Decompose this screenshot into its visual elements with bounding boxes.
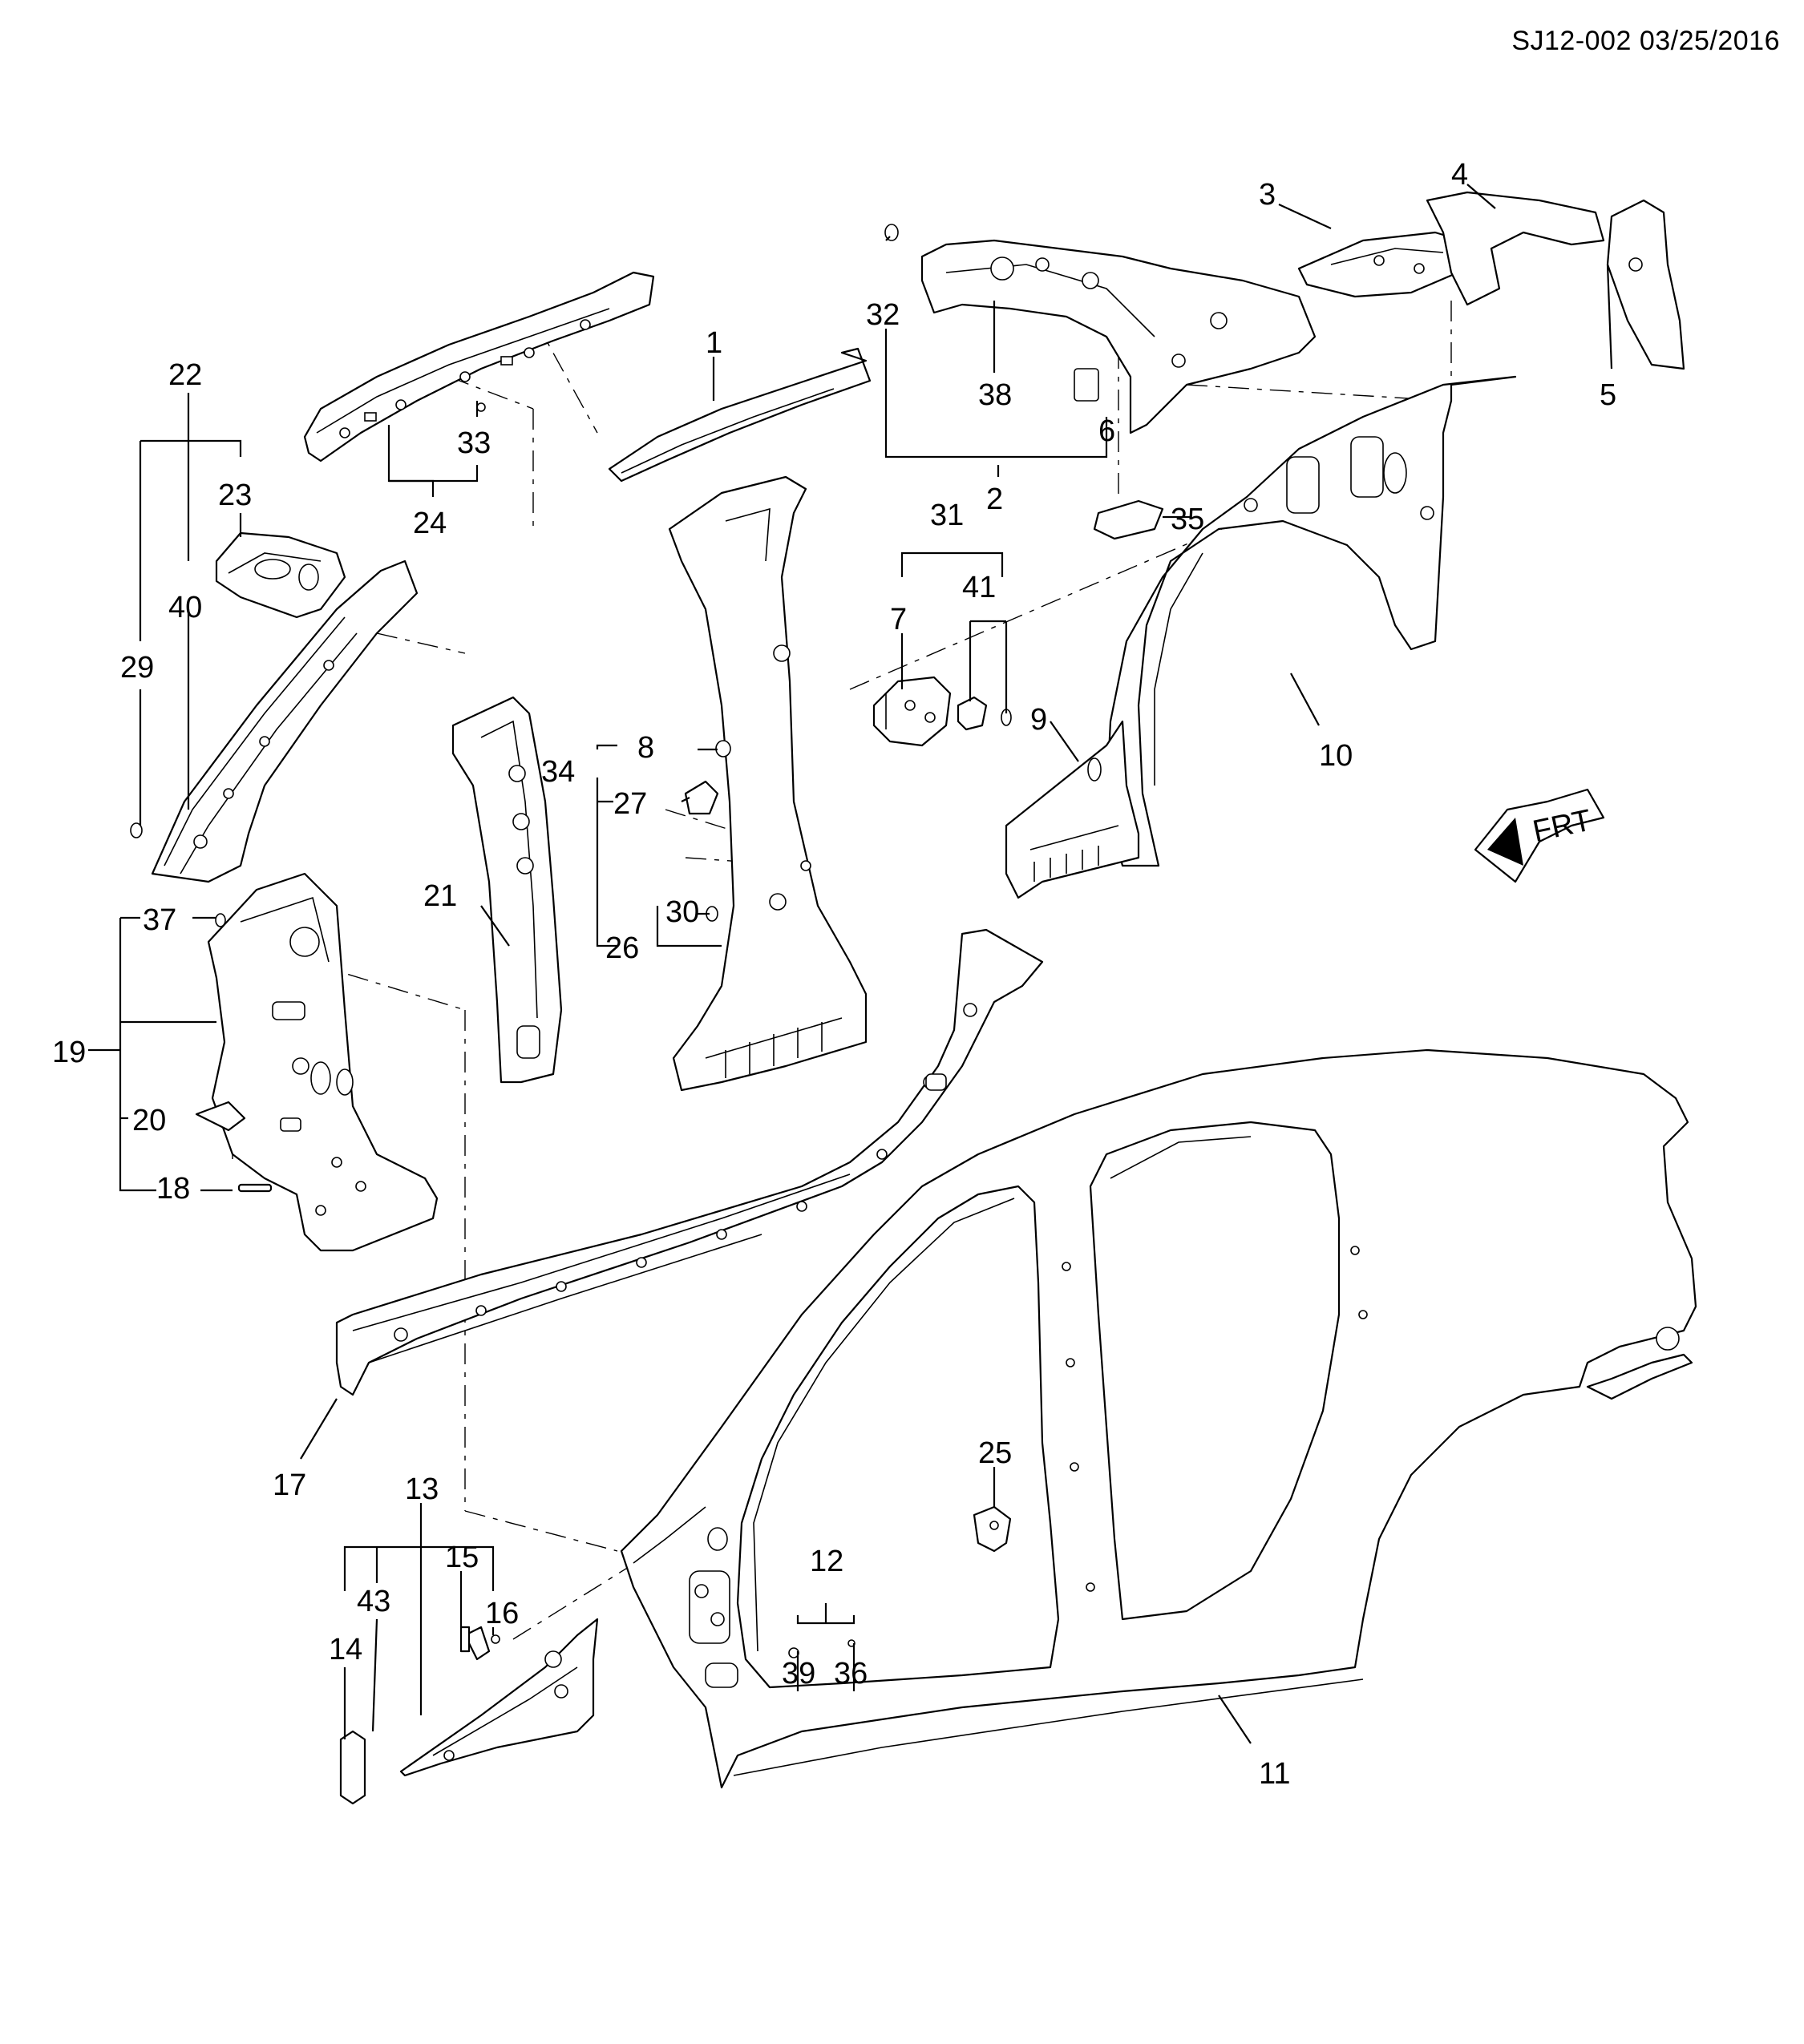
fasteners: [130, 224, 899, 1658]
callout-18: 18: [156, 1172, 190, 1206]
callout-39: 39: [782, 1657, 815, 1691]
callout-41: 41: [962, 571, 996, 604]
rear-wheelhouse-inner-upper-part: [920, 239, 1317, 434]
bracket-part-35: [1093, 499, 1164, 540]
callout-35: 35: [1171, 503, 1204, 536]
callout-33: 33: [457, 426, 491, 460]
front-direction-arrow-icon: FRT: [1474, 788, 1605, 883]
callout-22: 22: [168, 358, 202, 392]
callout-21: 21: [423, 879, 457, 913]
callout-16: 16: [485, 1597, 519, 1630]
bracket-part-23: [215, 531, 346, 619]
callout-23: 23: [218, 479, 252, 512]
fastener-41: [957, 696, 1012, 731]
bracket-part-4: [1426, 191, 1605, 306]
body-side-outer-panel-part: [620, 1048, 1697, 1789]
callout-30: 30: [665, 895, 699, 929]
callout-7: 7: [890, 603, 907, 636]
callout-26: 26: [605, 931, 639, 965]
callout-1: 1: [706, 326, 722, 360]
callout-3: 3: [1259, 178, 1276, 212]
a-pillar-upper-inner-part: [151, 559, 419, 883]
callout-43: 43: [357, 1585, 390, 1618]
callout-36: 36: [834, 1657, 868, 1691]
rear-wheelhouse-outer-part: [1105, 375, 1517, 867]
document-code: SJ12-002 03/25/2016: [1511, 26, 1780, 56]
callout-12: 12: [810, 1545, 843, 1578]
callout-20: 20: [132, 1104, 166, 1137]
callout-37: 37: [143, 903, 176, 937]
callout-9: 9: [1030, 703, 1047, 737]
callout-6: 6: [1098, 414, 1115, 448]
b-pillar-reinforcement-part: [451, 696, 563, 1084]
callout-29: 29: [120, 651, 154, 685]
callout-17: 17: [273, 1468, 306, 1502]
bracket-part-25: [973, 1505, 1012, 1553]
bracket-part-7: [872, 676, 952, 747]
front-hinge-bracket-part: [339, 1618, 599, 1805]
wheelhouse-reinforcement-part: [1005, 720, 1140, 899]
rocker-inner-part: [335, 928, 1044, 1396]
callout-14: 14: [329, 1633, 362, 1666]
callout-40: 40: [168, 591, 202, 624]
callout-27: 27: [613, 787, 647, 821]
roof-rail-part: [608, 347, 872, 483]
callout-2: 2: [986, 483, 1003, 516]
callout-24: 24: [413, 507, 447, 540]
callout-10: 10: [1319, 739, 1353, 773]
callout-13: 13: [405, 1472, 439, 1506]
hinge-pillar-part: [207, 872, 439, 1252]
leader-lines: [88, 184, 1613, 1744]
bracket-part-5: [1606, 199, 1685, 370]
b-pillar-inner-part: [668, 475, 868, 1092]
callout-15: 15: [445, 1541, 479, 1574]
callout-31: 31: [930, 499, 964, 532]
callout-4: 4: [1451, 158, 1468, 192]
callout-5: 5: [1600, 378, 1616, 412]
callout-38: 38: [978, 378, 1012, 412]
callout-8: 8: [637, 731, 654, 765]
callout-25: 25: [978, 1436, 1012, 1470]
callout-11: 11: [1259, 1757, 1290, 1791]
callout-labels: 1 2 3 4 5 6 7 8 9 10 11 12 13 14 15 16 1…: [52, 158, 1616, 1791]
callout-34: 34: [541, 755, 575, 789]
callout-32: 32: [866, 298, 900, 332]
callout-19: 19: [52, 1036, 86, 1069]
roof-rail-inner-part: [303, 271, 655, 463]
